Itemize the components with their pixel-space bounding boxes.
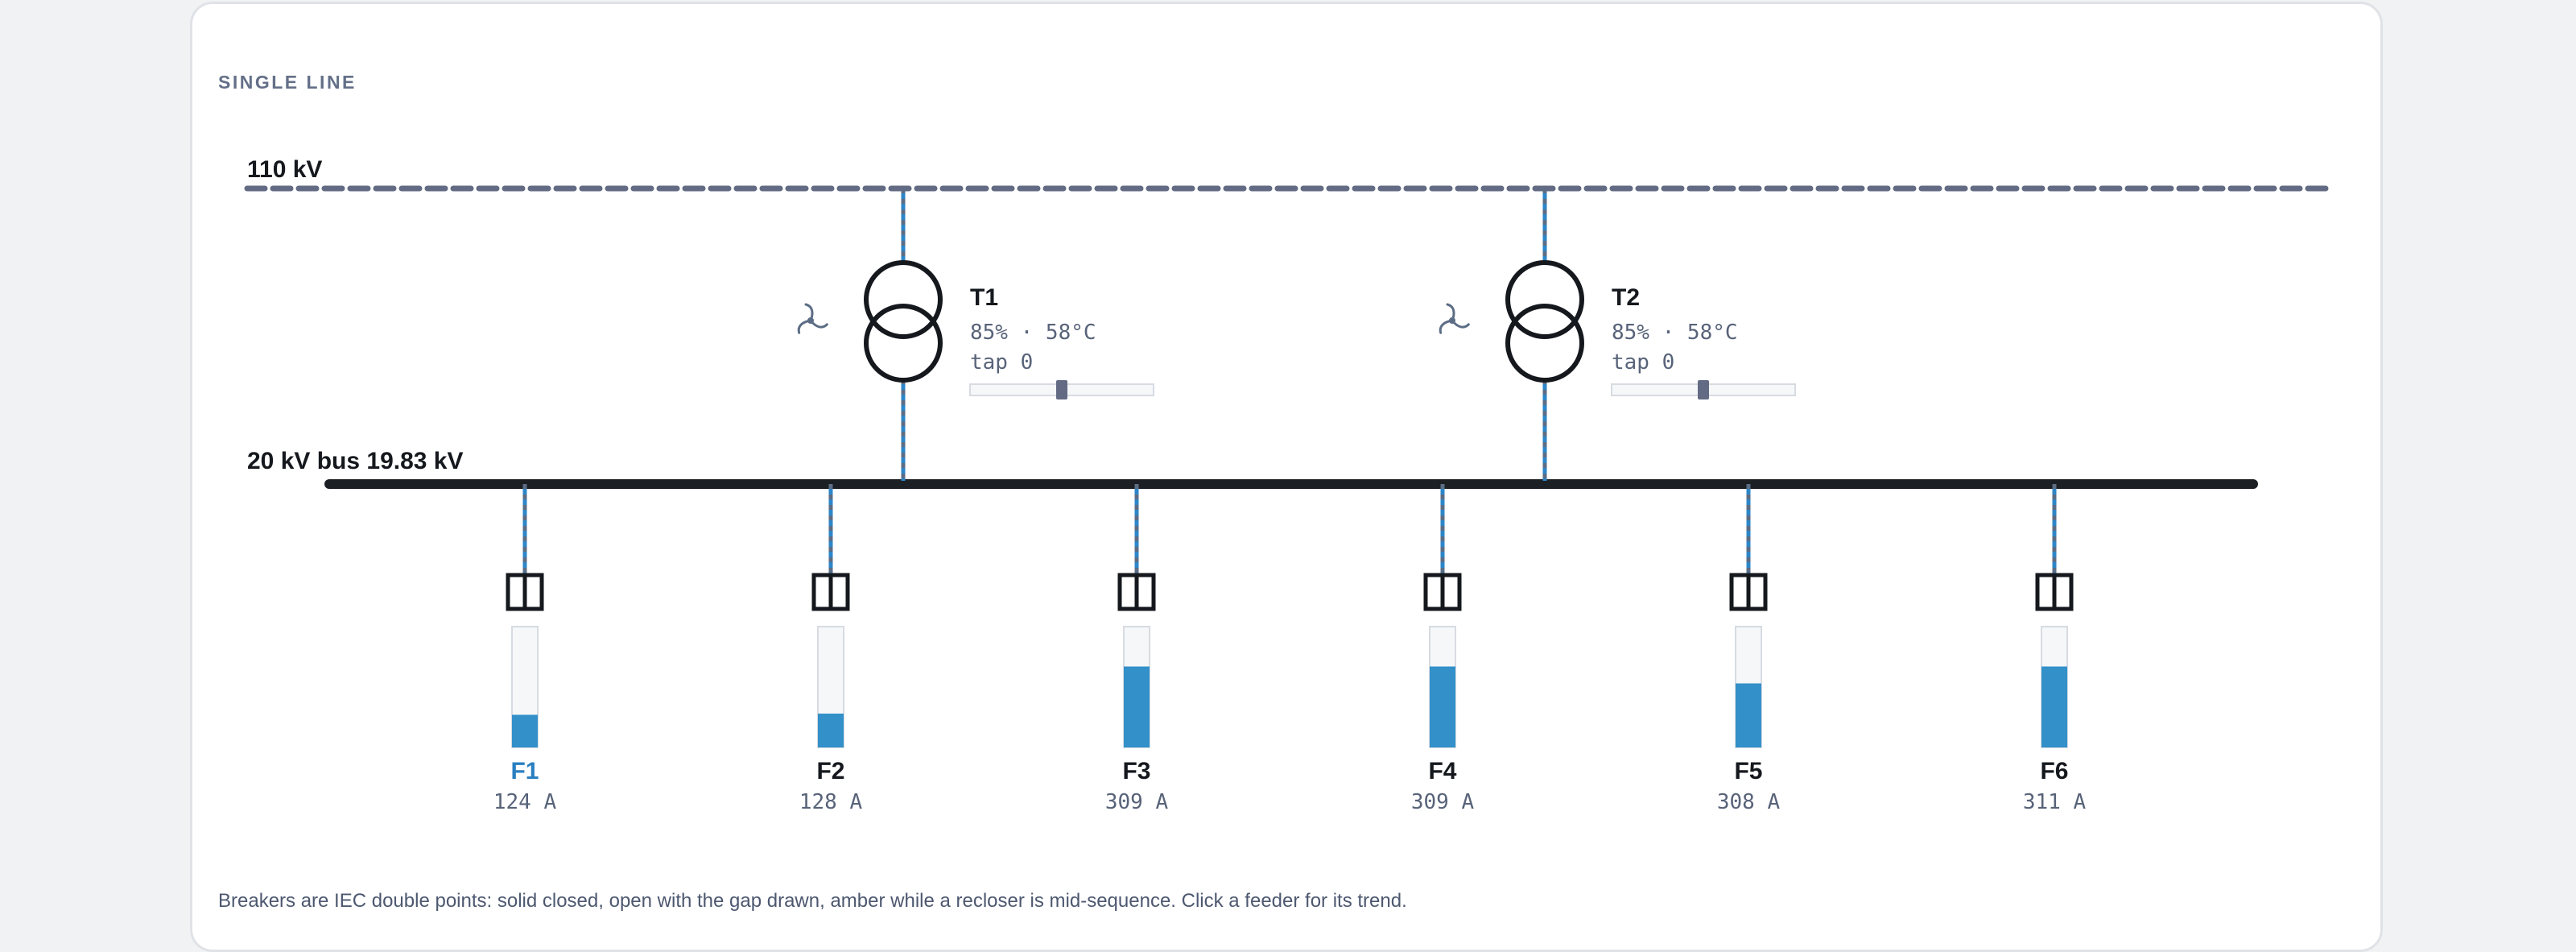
transformer-name: T1 <box>970 284 998 311</box>
transformer-winding-primary <box>1505 260 1584 339</box>
fan-hub <box>807 317 814 324</box>
transformer-winding-secondary <box>864 304 943 383</box>
feeder-f1[interactable]: F1 124 A <box>493 484 557 814</box>
transformer-tap-label: tap 0 <box>1612 350 1674 375</box>
load-meter-fill <box>1124 666 1150 747</box>
panel-title: SINGLE LINE <box>218 72 357 93</box>
feeder-name[interactable]: F2 <box>816 758 844 784</box>
feeder-name[interactable]: F5 <box>1734 758 1762 784</box>
feeder-f4[interactable]: F4 309 A <box>1411 484 1475 814</box>
feeder-f3[interactable]: F3 309 A <box>1105 484 1169 814</box>
feeder-name[interactable]: F1 <box>510 758 539 784</box>
single-line-diagram: SINGLE LINE 110 kV 20 kV bus 19.83 kV T1… <box>218 72 2337 912</box>
feeder-current: 128 A <box>799 790 863 814</box>
feeder-current: 311 A <box>2023 790 2087 814</box>
feeder-f5[interactable]: F5 308 A <box>1717 484 1781 814</box>
feeder-name[interactable]: F4 <box>1428 758 1456 784</box>
transformer-winding-secondary <box>1505 304 1584 383</box>
hv-bus-label: 110 kV <box>247 156 322 183</box>
feeder-current: 309 A <box>1105 790 1169 814</box>
panel-footnote: Breakers are IEC double points: solid cl… <box>218 890 1407 912</box>
feeder-current: 309 A <box>1411 790 1475 814</box>
tap-slider-handle[interactable] <box>1698 380 1709 399</box>
load-meter-fill <box>512 714 538 747</box>
feeder-name[interactable]: F3 <box>1122 758 1150 784</box>
tap-slider-handle[interactable] <box>1056 380 1067 399</box>
transformer-name: T2 <box>1612 284 1640 311</box>
transformer-winding-primary <box>864 260 943 339</box>
fan-hub <box>1449 317 1455 324</box>
transformer-t1[interactable]: T1 85% · 58°C tap 0 <box>796 188 1154 481</box>
fan-icon <box>797 303 828 334</box>
load-meter-fill <box>1430 666 1455 747</box>
fan-icon <box>1439 303 1470 334</box>
feeder-f2[interactable]: F2 128 A <box>799 484 863 814</box>
feeder-current: 124 A <box>493 790 557 814</box>
feeder-layer: F1 124 A F2 128 A F3 309 A F4 309 A F5 308 A F6 311… <box>493 484 2087 814</box>
transformer-status: 85% · 58°C <box>1612 321 1738 345</box>
mv-bus-label: 20 kV bus 19.83 kV <box>247 448 464 474</box>
feeder-name[interactable]: F6 <box>2040 758 2068 784</box>
single-line-panel: SINGLE LINE 110 kV 20 kV bus 19.83 kV T1… <box>190 2 2383 952</box>
load-meter-fill <box>2041 666 2067 747</box>
load-meter-fill <box>1736 683 1761 747</box>
transformer-tap-label: tap 0 <box>970 350 1033 375</box>
transformer-t2[interactable]: T2 85% · 58°C tap 0 <box>1438 188 1796 481</box>
transformer-layer: T1 85% · 58°C tap 0 T2 85% · 58°C tap 0 <box>796 188 1796 481</box>
feeder-current: 308 A <box>1717 790 1781 814</box>
feeder-f6[interactable]: F6 311 A <box>2023 484 2087 814</box>
transformer-status: 85% · 58°C <box>970 321 1096 345</box>
load-meter-fill <box>818 714 844 747</box>
